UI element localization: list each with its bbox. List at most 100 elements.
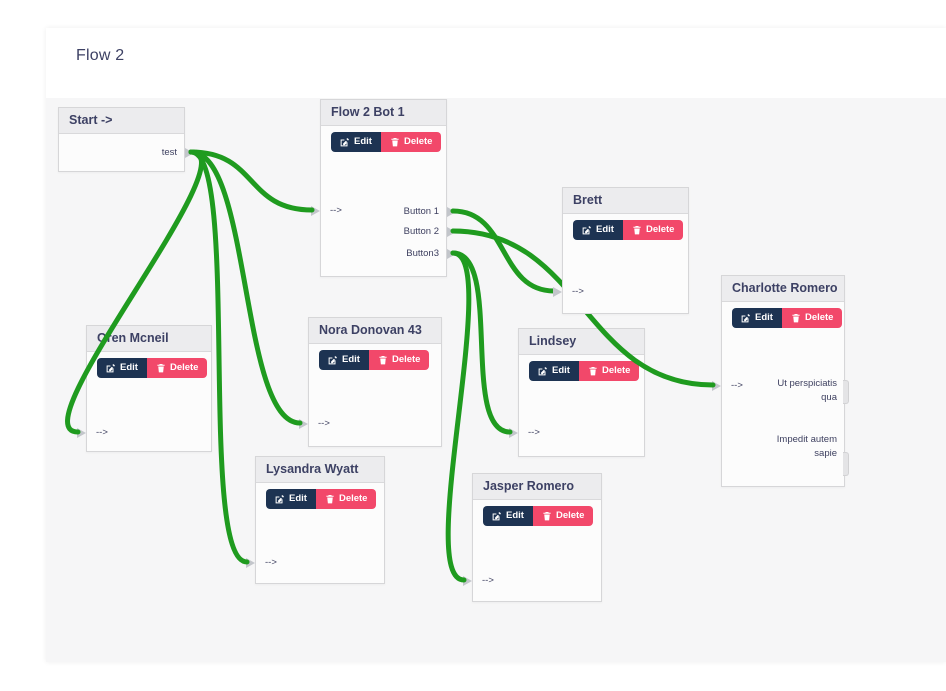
delete-button[interactable]: Delete	[146, 358, 208, 378]
node-title: Nora Donovan 43	[309, 318, 441, 344]
trash-icon	[156, 363, 166, 373]
delete-button-label: Delete	[555, 510, 585, 522]
trash-icon	[632, 225, 642, 235]
edit-pencil-icon	[582, 225, 592, 235]
output-port-tab[interactable]	[843, 452, 849, 476]
output-port-tab[interactable]	[843, 380, 849, 404]
input-port-arrow-icon[interactable]	[246, 558, 255, 568]
node-actions: Edit Delete	[266, 489, 377, 509]
edit-button[interactable]: Edit	[529, 361, 579, 381]
edit-pencil-icon	[106, 363, 116, 373]
flow-edge-bot1-brett[interactable]	[450, 208, 557, 294]
delete-button[interactable]: Delete	[622, 220, 684, 240]
node-title: Lysandra Wyatt	[256, 457, 384, 483]
delete-button[interactable]: Delete	[380, 132, 442, 152]
edit-button[interactable]: Edit	[483, 506, 533, 526]
delete-button-label: Delete	[804, 312, 834, 324]
flow-node-nora[interactable]: Nora Donovan 43 Edit Delete -->	[299, 317, 442, 447]
input-port-arrow-icon[interactable]	[463, 576, 472, 586]
edit-button-label: Edit	[120, 362, 138, 374]
flow-header-bar: Flow 2	[46, 28, 848, 98]
delete-button[interactable]: Delete	[368, 350, 430, 370]
flow-edge-start-bot1[interactable]	[188, 149, 315, 213]
node-actions: Edit Delete	[483, 506, 594, 526]
input-port-label: -->	[572, 286, 584, 297]
delete-button-label: Delete	[169, 362, 199, 374]
input-port-label: -->	[528, 427, 540, 438]
node-title: Charlotte Romero	[722, 276, 844, 302]
edit-button-label: Edit	[289, 493, 307, 505]
node-actions: Edit Delete	[331, 132, 442, 152]
node-title: Flow 2 Bot 1	[321, 100, 446, 126]
output-port-label: Button3	[406, 248, 439, 259]
delete-button[interactable]: Delete	[781, 308, 843, 328]
edit-button[interactable]: Edit	[319, 350, 369, 370]
input-port-arrow-icon[interactable]	[712, 381, 721, 391]
delete-button-label: Delete	[403, 136, 433, 148]
flow-edge-start-lysandra[interactable]	[188, 149, 250, 565]
delete-button-label: Delete	[338, 493, 368, 505]
delete-button[interactable]: Delete	[315, 489, 377, 509]
edit-button-label: Edit	[552, 365, 570, 377]
delete-button-label: Delete	[645, 224, 675, 236]
input-port-label: -->	[731, 380, 743, 391]
input-port-label: -->	[96, 427, 108, 438]
input-port-arrow-icon[interactable]	[299, 419, 308, 429]
edit-button-label: Edit	[755, 312, 773, 324]
edit-pencil-icon	[492, 511, 502, 521]
input-port-label: -->	[318, 418, 330, 429]
trash-icon	[390, 137, 400, 147]
delete-button-label: Delete	[601, 365, 631, 377]
node-title: Brett	[563, 188, 688, 214]
flow-edge-start-nora[interactable]	[188, 149, 303, 426]
delete-button-label: Delete	[391, 354, 421, 366]
edit-pencil-icon	[741, 313, 751, 323]
input-port-arrow-icon[interactable]	[77, 428, 86, 438]
input-port-arrow-icon[interactable]	[509, 428, 518, 438]
flow-node-start[interactable]: Start ->test	[58, 107, 194, 172]
flow-edge-bot1-jasper[interactable]	[445, 250, 472, 583]
input-port-arrow-icon[interactable]	[553, 287, 562, 297]
edit-button-label: Edit	[506, 510, 524, 522]
edit-button[interactable]: Edit	[732, 308, 782, 328]
output-port-label: Ut perspiciatis qua	[777, 378, 837, 404]
output-port-label: Button 2	[403, 226, 439, 237]
edit-button[interactable]: Edit	[97, 358, 147, 378]
trash-icon	[325, 494, 335, 504]
edit-pencil-icon	[275, 494, 285, 504]
edit-button[interactable]: Edit	[331, 132, 381, 152]
edit-button[interactable]: Edit	[573, 220, 623, 240]
input-port-label: -->	[482, 575, 494, 586]
edit-button[interactable]: Edit	[266, 489, 316, 509]
node-actions: Edit Delete	[319, 350, 430, 370]
edit-pencil-icon	[340, 137, 350, 147]
edit-button-label: Edit	[354, 136, 372, 148]
output-port-label: Impedit autem sapie	[776, 434, 837, 460]
trash-icon	[542, 511, 552, 521]
delete-button[interactable]: Delete	[578, 361, 640, 381]
flow-edge-bot1-lindsey[interactable]	[450, 250, 513, 435]
node-actions: Edit Delete	[529, 361, 640, 381]
trash-icon	[791, 313, 801, 323]
trash-icon	[588, 366, 598, 376]
delete-button[interactable]: Delete	[532, 506, 594, 526]
edit-button-label: Edit	[596, 224, 614, 236]
input-port-arrow-icon[interactable]	[311, 206, 320, 216]
page-title: Flow 2	[76, 47, 125, 64]
trash-icon	[378, 355, 388, 365]
node-title: Start ->	[59, 108, 184, 134]
input-port-label: -->	[265, 557, 277, 568]
node-title: Jasper Romero	[473, 474, 601, 500]
edit-button-label: Edit	[342, 354, 360, 366]
node-actions: Edit Delete	[573, 220, 684, 240]
flow-edge-start-oren[interactable]	[65, 149, 204, 435]
